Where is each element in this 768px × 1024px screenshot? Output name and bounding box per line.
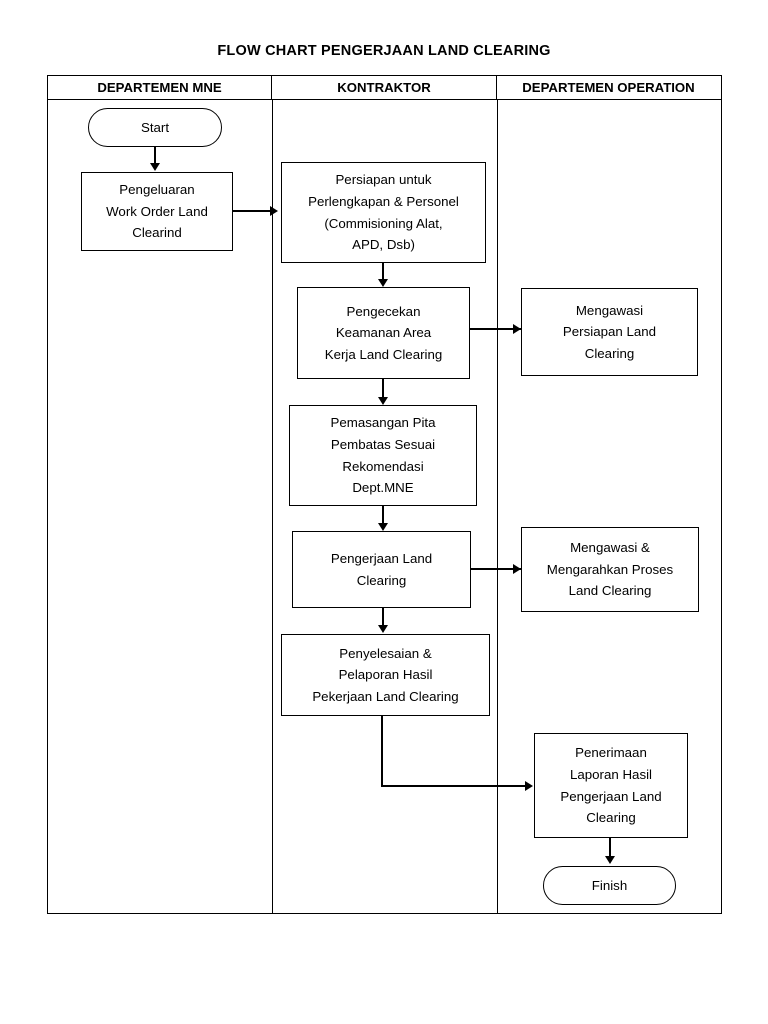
- lane-header-kontraktor: KONTRAKTOR: [272, 76, 497, 99]
- node-mengawasi-mengarahkan-proses[interactable]: Mengawasi & Mengarahkan Proses Land Clea…: [521, 527, 699, 612]
- lane-divider-1: [272, 100, 273, 913]
- connector-start-to-wo: [154, 147, 156, 164]
- arrowhead-pengecekan-to-pita-icon: [378, 397, 388, 405]
- node-finish[interactable]: Finish: [543, 866, 676, 905]
- lane-divider-2: [497, 100, 498, 913]
- arrowhead-penerimaan-to-finish-icon: [605, 856, 615, 864]
- connector-penyelesaian-to-penerimaan-vertical: [381, 716, 383, 787]
- node-penyelesaian-pelaporan-hasil[interactable]: Penyelesaian & Pelaporan Hasil Pekerjaan…: [281, 634, 490, 716]
- node-penerimaan-laporan-hasil[interactable]: Penerimaan Laporan Hasil Pengerjaan Land…: [534, 733, 688, 838]
- lane-header-departemen-mne: DEPARTEMEN MNE: [48, 76, 272, 99]
- node-start[interactable]: Start: [88, 108, 222, 147]
- node-pengecekan-keamanan-area[interactable]: Pengecekan Keamanan Area Kerja Land Clea…: [297, 287, 470, 379]
- node-pengeluaran-work-order[interactable]: Pengeluaran Work Order Land Clearind: [81, 172, 233, 251]
- arrowhead-start-to-wo-icon: [150, 163, 160, 171]
- arrowhead-persiapan-to-pengecekan-icon: [378, 279, 388, 287]
- arrowhead-pengerjaan-to-mengawasi2-icon: [513, 564, 521, 574]
- connector-penerimaan-to-finish: [609, 838, 611, 857]
- node-pengerjaan-land-clearing[interactable]: Pengerjaan Land Clearing: [292, 531, 471, 608]
- connector-pengecekan-to-pita: [382, 379, 384, 398]
- swimlane-frame: DEPARTEMEN MNE KONTRAKTOR DEPARTEMEN OPE…: [47, 75, 722, 914]
- page-title: FLOW CHART PENGERJAAN LAND CLEARING: [217, 43, 551, 59]
- arrowhead-penyelesaian-to-penerimaan-icon: [525, 781, 533, 791]
- arrowhead-pengerjaan-to-penyelesaian-icon: [378, 625, 388, 633]
- arrowhead-wo-to-persiapan-icon: [270, 206, 278, 216]
- arrowhead-pita-to-pengerjaan-icon: [378, 523, 388, 531]
- node-mengawasi-persiapan-land-clearing[interactable]: Mengawasi Persiapan Land Clearing: [521, 288, 698, 376]
- connector-pengerjaan-to-mengawasi2: [471, 568, 522, 570]
- connector-pita-to-pengerjaan: [382, 506, 384, 524]
- node-pemasangan-pita-pembatas[interactable]: Pemasangan Pita Pembatas Sesuai Rekomend…: [289, 405, 477, 506]
- lane-header-row: DEPARTEMEN MNE KONTRAKTOR DEPARTEMEN OPE…: [48, 76, 721, 100]
- connector-penyelesaian-to-penerimaan-horizontal: [381, 785, 526, 787]
- lane-header-departemen-operation: DEPARTEMEN OPERATION: [522, 80, 695, 95]
- connector-pengerjaan-to-penyelesaian: [382, 608, 384, 626]
- node-persiapan-perlengkapan-personel[interactable]: Persiapan untuk Perlengkapan & Personel …: [281, 162, 486, 263]
- connector-persiapan-to-pengecekan: [382, 263, 384, 280]
- connector-wo-to-persiapan: [233, 210, 271, 212]
- arrowhead-pengecekan-to-mengawasi1-icon: [513, 324, 521, 334]
- connector-pengecekan-to-mengawasi1: [470, 328, 522, 330]
